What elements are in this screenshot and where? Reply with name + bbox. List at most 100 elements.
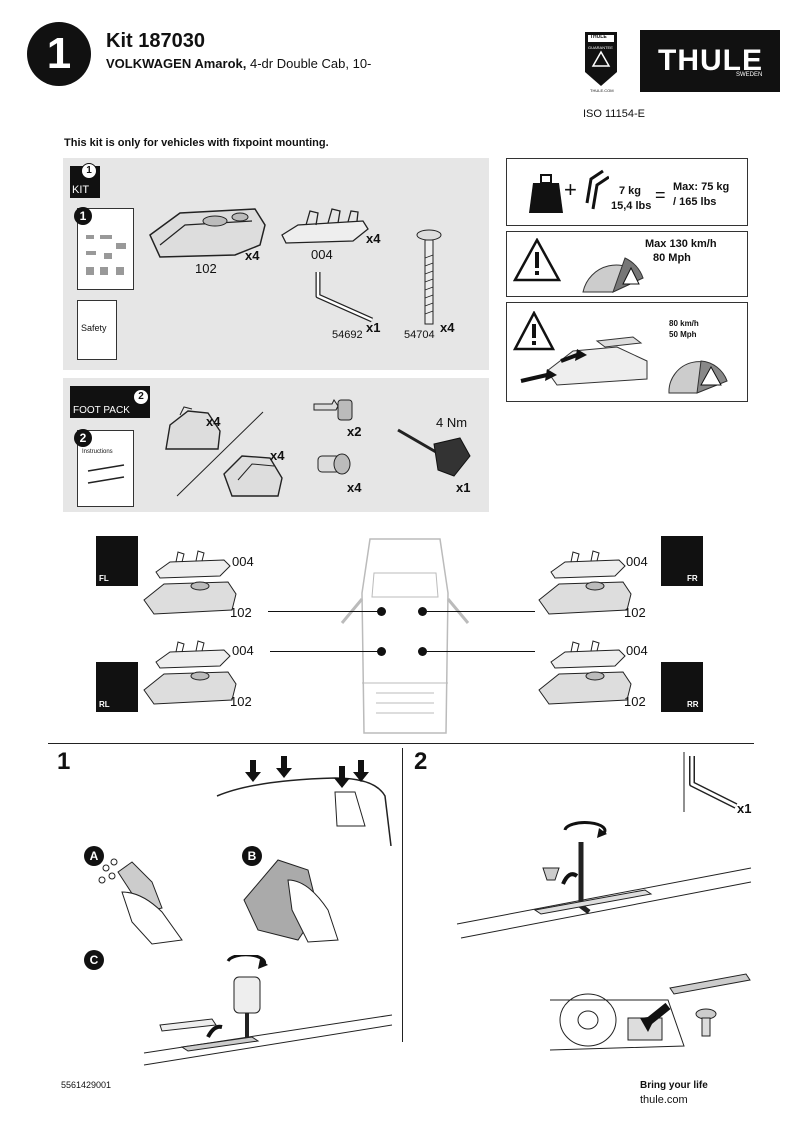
foot-assembly-rr — [535, 638, 635, 710]
part-54692-label: 54692 — [332, 329, 363, 341]
thule-logo-sub: SWEDEN — [736, 72, 763, 78]
speed-panel: Max 130 km/h 80 Mph — [506, 231, 748, 297]
foot-b-illustration — [218, 450, 288, 500]
steps-divider-middle — [402, 748, 403, 1042]
kit-title: Kit 187030 — [106, 30, 205, 52]
warning-icon — [513, 238, 561, 282]
foot-pack-badge-label: FOOT PACK — [73, 405, 130, 416]
speed-line-2: 80 Mph — [653, 252, 691, 264]
part-54704-qty: x4 — [440, 320, 455, 335]
key-illustration — [312, 396, 354, 424]
fr-top-label: 004 — [626, 554, 648, 569]
guarantee-badge — [583, 30, 619, 94]
step-badge: 1 — [27, 22, 91, 86]
tool-qty: x1 — [456, 480, 471, 495]
key-qty: x2 — [347, 424, 362, 439]
thule-logo: THULE SWEDEN — [640, 30, 780, 92]
instructions-number-badge: 2 — [74, 429, 92, 447]
rr-bottom-label: 102 — [624, 694, 646, 709]
badge-bottom-text: THULE.COM — [590, 88, 614, 93]
sub-step-a-letter: A — [89, 849, 99, 863]
kit-badge-label: KIT — [72, 184, 90, 196]
step-1-number: 1 — [57, 748, 71, 775]
kit-badge-number: 1 — [86, 165, 92, 176]
rl-bottom-label: 102 — [230, 694, 252, 709]
badge-top-text: THULE — [590, 34, 607, 40]
fl-code: FL — [99, 574, 109, 583]
foot-a-illustration — [158, 405, 228, 455]
safety-label: Safety — [81, 323, 107, 333]
footer-website: thule.com — [640, 1094, 688, 1106]
speed-line-1: Max 130 km/h — [645, 238, 717, 250]
steps-divider-top — [48, 743, 754, 744]
safety-booklet: Safety — [77, 300, 117, 360]
door-icon-rl: RL — [96, 662, 138, 712]
part-102-illustration — [140, 195, 270, 265]
wiping-cloth-illustration — [238, 850, 343, 945]
part-004-illustration — [278, 205, 373, 250]
vehicle-make: VOLKWAGEN Amarok, — [106, 56, 247, 71]
bolt-illustration — [414, 228, 444, 328]
leader-line-fl — [268, 611, 378, 612]
car-wind-illustration — [520, 336, 648, 386]
vehicle-line: VOLKWAGEN Amarok, 4-dr Double Cab, 10- — [106, 56, 371, 71]
part-004-label: 004 — [311, 247, 333, 262]
load-panel: + 7 kg 15,4 lbs = Max: 75 kg / 165 lbs — [506, 158, 748, 226]
spare-screw-illustration — [694, 1008, 718, 1040]
kit-booklet-number: 1 — [79, 209, 87, 223]
sub-step-c-letter: C — [89, 953, 99, 967]
kit-booklet: 1 — [74, 207, 134, 290]
divider-line — [173, 410, 268, 500]
footer-tagline: Bring your life — [640, 1080, 708, 1091]
fl-bottom-label: 102 — [230, 605, 252, 620]
part-54692-qty: x1 — [366, 320, 381, 335]
part-102-qty: x4 — [245, 248, 260, 263]
speed2-line-1: 80 km/h — [669, 319, 699, 328]
vehicle-body: 4-dr Double Cab, 10- — [246, 56, 372, 71]
torque-label: 4 Nm — [436, 415, 468, 430]
foot-b-qty: x4 — [270, 448, 285, 463]
part-number: 5561429001 — [61, 1080, 112, 1090]
kit-badge-circle: 1 — [81, 163, 97, 179]
part-54704-label: 54704 — [404, 329, 435, 341]
equals-sign: = — [655, 185, 666, 205]
mount-point-rl — [377, 647, 386, 656]
speed-panel-2: 80 km/h 50 Mph — [506, 302, 748, 402]
kit-panel — [63, 158, 489, 370]
rack-weight-kg: 7 kg — [619, 185, 642, 197]
foot-assembly-fr — [535, 548, 635, 620]
torque-tool-illustration — [394, 424, 474, 484]
mount-point-fl — [377, 607, 386, 616]
speedometer-icon — [582, 257, 644, 293]
lock-qty: x4 — [347, 480, 362, 495]
allen-key-illustration — [312, 268, 382, 328]
speed2-line-2: 50 Mph — [669, 330, 697, 339]
foot-pack-badge-number: 2 — [138, 391, 144, 402]
door-icon-fl: FL — [96, 536, 138, 586]
leader-line-rl — [270, 651, 378, 652]
sub-step-b-letter: B — [247, 849, 257, 863]
sub-step-b-badge: B — [242, 846, 262, 866]
badge-mid-text: GUARANTEE — [588, 45, 613, 50]
rr-code: RR — [687, 700, 699, 709]
fr-bottom-label: 102 — [624, 605, 646, 620]
step2-tool-qty: x1 — [737, 801, 752, 816]
door-icon-fr: FR — [661, 536, 703, 586]
car-top-view — [340, 533, 470, 743]
rack-weight-lbs: 15,4 lbs — [611, 200, 652, 212]
fixpoint-screw-removal-illustration — [455, 820, 755, 945]
kit-badge: 1 KIT — [70, 163, 100, 198]
door-icon-rr: RR — [661, 662, 703, 712]
rr-top-label: 004 — [626, 643, 648, 658]
fixpoint-cover-illustration — [142, 955, 397, 1070]
instructions-label: Instructions — [82, 449, 113, 455]
foot-assembly-rl — [140, 638, 240, 710]
rl-code: RL — [99, 700, 110, 709]
foot-pack-badge: 2 FOOT PACK — [70, 386, 150, 418]
foot-a-qty: x4 — [206, 414, 221, 429]
step-2-number: 2 — [414, 748, 428, 775]
leader-line-fr — [427, 611, 535, 612]
instructions-booklet: 2 Instructions — [74, 429, 134, 507]
max-load: Max: 75 kg — [673, 181, 730, 193]
mount-point-fr — [418, 607, 427, 616]
